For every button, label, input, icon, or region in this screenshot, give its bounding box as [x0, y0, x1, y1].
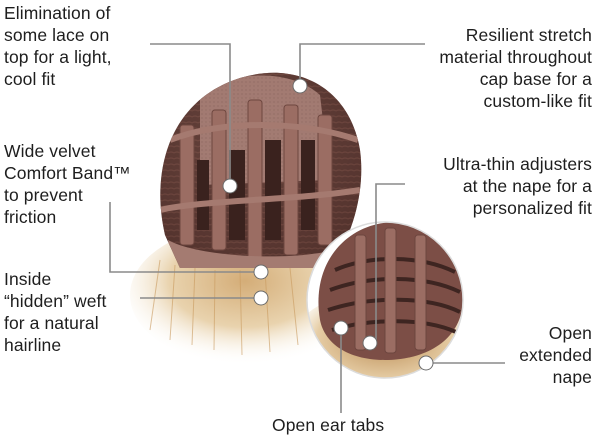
label-open-nape: Open extended nape	[519, 323, 592, 387]
main-cap	[160, 72, 362, 269]
label-hidden-weft: Inside “hidden” weft for a natural hairl…	[4, 269, 107, 355]
marker-velvet-band	[253, 264, 269, 280]
label-velvet-comfort-band: Wide velvet Comfort Band™ to prevent fri…	[4, 141, 131, 227]
marker-ear-tabs	[333, 320, 349, 336]
label-nape-adjusters: Ultra-thin adjusters at the nape for a p…	[443, 154, 592, 218]
marker-stretch-material	[292, 78, 308, 94]
callout-dots	[222, 78, 434, 371]
label-open-ear-tabs: Open ear tabs	[272, 415, 385, 435]
marker-open-nape	[418, 355, 434, 371]
marker-lace	[222, 178, 238, 194]
marker-adjusters	[362, 335, 378, 351]
marker-hidden-weft	[253, 290, 269, 306]
nape-cap	[306, 221, 464, 379]
label-stretch-material: Resilient stretch material throughout ca…	[439, 25, 592, 111]
label-lace-elimination: Elimination of some lace on top for a li…	[4, 3, 112, 89]
callout-lines	[109, 43, 505, 413]
